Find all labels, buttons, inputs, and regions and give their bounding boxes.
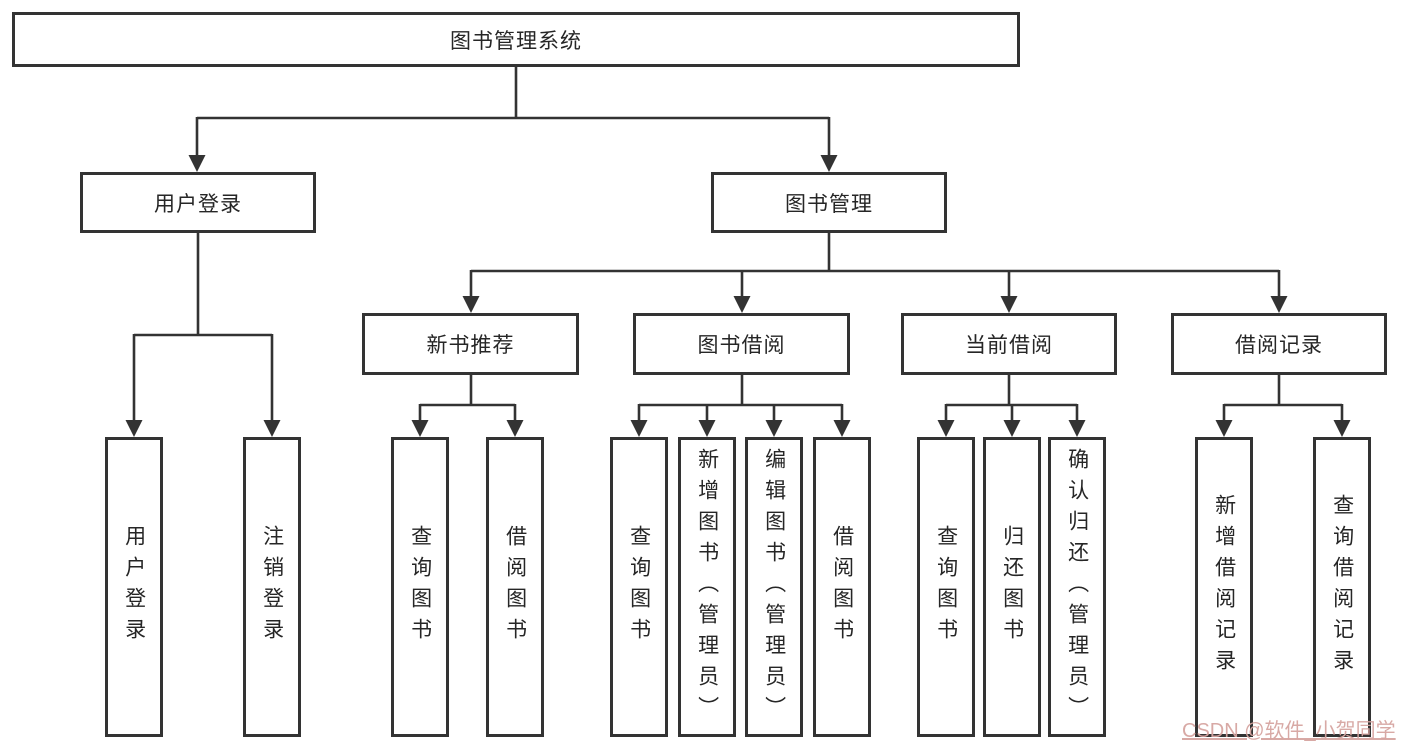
leaf-label: 编辑图书（管理员）: [762, 447, 786, 727]
leaf-label: 查询图书: [627, 525, 651, 649]
arrowhead-icon: [125, 420, 143, 437]
leaf-label: 查询图书: [934, 525, 958, 649]
leaf-label: 确认归还（管理员）: [1065, 447, 1089, 727]
connector-new-book-recommend-to-leaves: [411, 375, 524, 437]
node-label: 图书管理: [785, 192, 873, 216]
arrowhead-icon: [698, 420, 716, 437]
connector-borrow-records-to-leaves: [1215, 375, 1351, 437]
arrowhead-icon: [937, 420, 955, 437]
leaf-return-books: 归还图书: [983, 437, 1041, 737]
leaf-label: 借阅图书: [503, 525, 527, 649]
leaf-query-books-1: 查询图书: [391, 437, 449, 737]
leaf-label: 新增借阅记录: [1212, 494, 1236, 680]
leaf-confirm-return-admin: 确认归还（管理员）: [1048, 437, 1106, 737]
leaf-query-borrow-record: 查询借阅记录: [1313, 437, 1371, 737]
node-borrow-records: 借阅记录: [1171, 313, 1387, 375]
arrowhead-icon: [1270, 296, 1288, 313]
node-label: 图书借阅: [697, 334, 786, 357]
node-label: 用户登录: [154, 192, 242, 216]
node-library-system: 图书管理系统: [12, 12, 1020, 67]
connector-book-management-to-level3: [462, 233, 1288, 313]
leaf-label: 新增图书（管理员）: [695, 447, 719, 727]
leaf-label: 查询借阅记录: [1330, 494, 1354, 680]
arrowhead-icon: [188, 155, 206, 172]
arrowhead-icon: [263, 420, 281, 437]
node-label: 当前借阅: [965, 334, 1053, 357]
connector-book-borrow-to-leaves: [630, 375, 851, 437]
leaf-logout: 注销登录: [243, 437, 301, 737]
csdn-watermark: CSDN @软件_小贺同学: [1182, 720, 1396, 742]
node-current-borrow: 当前借阅: [901, 313, 1117, 375]
arrowhead-icon: [630, 420, 648, 437]
leaf-label: 查询图书: [408, 525, 432, 649]
arrowhead-icon: [1215, 420, 1233, 437]
node-book-management: 图书管理: [711, 172, 947, 233]
node-label: 新书推荐: [426, 334, 515, 357]
connector-root-to-level2: [188, 67, 838, 172]
connector-current-borrow-to-leaves: [937, 375, 1086, 437]
arrowhead-icon: [1333, 420, 1351, 437]
arrowhead-icon: [1000, 296, 1018, 313]
arrowhead-icon: [506, 420, 524, 437]
leaf-edit-book-admin: 编辑图书（管理员）: [745, 437, 803, 737]
leaf-borrow-books-2: 借阅图书: [813, 437, 871, 737]
arrowhead-icon: [1068, 420, 1086, 437]
arrowhead-icon: [1003, 420, 1021, 437]
arrowhead-icon: [833, 420, 851, 437]
node-book-borrow: 图书借阅: [633, 313, 850, 375]
node-user-login: 用户登录: [80, 172, 316, 233]
leaf-add-borrow-record: 新增借阅记录: [1195, 437, 1253, 737]
leaf-query-books-2: 查询图书: [610, 437, 668, 737]
arrowhead-icon: [765, 420, 783, 437]
leaf-user-login: 用户登录: [105, 437, 163, 737]
leaf-label: 归还图书: [1000, 525, 1024, 649]
leaf-label: 注销登录: [260, 525, 284, 649]
leaf-borrow-books-1: 借阅图书: [486, 437, 544, 737]
node-new-book-recommend: 新书推荐: [362, 313, 579, 375]
arrowhead-icon: [462, 296, 480, 313]
leaf-label: 用户登录: [122, 525, 146, 649]
node-label: 图书管理系统: [450, 29, 582, 53]
leaf-add-book-admin: 新增图书（管理员）: [678, 437, 736, 737]
leaf-label: 借阅图书: [830, 525, 854, 649]
node-label: 借阅记录: [1235, 334, 1323, 357]
arrowhead-icon: [411, 420, 429, 437]
connector-user-login-to-leaves: [125, 233, 281, 437]
arrowhead-icon: [820, 155, 838, 172]
arrowhead-icon: [733, 296, 751, 313]
leaf-query-books-3: 查询图书: [917, 437, 975, 737]
